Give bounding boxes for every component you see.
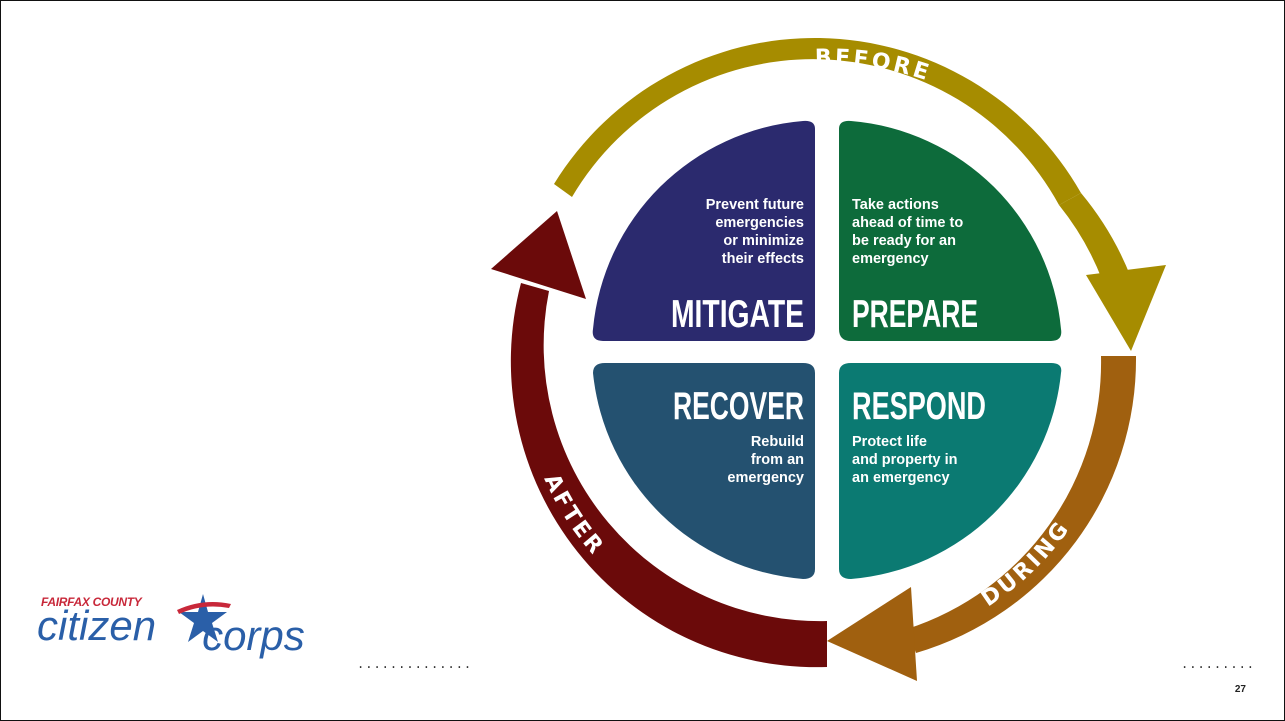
mitigate-desc-line-4: their effects [722,251,804,267]
prepare-desc-line-4: emergency [852,251,929,267]
during-arrowhead [827,587,917,681]
mitigate-quadrant [592,120,815,342]
respond-quadrant [839,363,1062,579]
respond-desc-line-2: and property in [852,452,958,468]
prepare-desc-line-3: be ready for an [852,233,956,249]
prepare-quadrant [839,120,1062,342]
mitigate-desc-line-2: emergencies [715,215,804,231]
recover-desc-line-2: from an [751,452,804,468]
recover-desc-line-3: emergency [727,470,804,486]
citizen-corps-logo: citizen corps [37,602,305,657]
logo-word-citizen: citizen [37,602,157,649]
mitigate-desc-line-1: Prevent future [706,197,804,213]
before-label: BEFORE [815,45,935,86]
footer-dots-left: .............. [357,657,473,671]
logo-org-name: FAIRFAX COUNTY [41,595,142,609]
before-arrow-body-link [1059,193,1139,307]
after-arrow [510,283,827,668]
prepare-title: PREPARE [852,293,978,336]
prepare-desc-line-2: ahead of time to [852,215,963,231]
footer-dots-right: ......... [1181,657,1256,671]
page-number: 27 [1234,684,1246,695]
during-arrow [907,356,1137,653]
logo-word-corps: corps [202,612,305,659]
during-label: DURING [977,516,1076,612]
recover-desc-line-1: Rebuild [751,434,804,450]
after-arrowhead [491,211,586,299]
respond-desc-line-3: an emergency [852,470,950,486]
star-icon [177,594,231,642]
recover-quadrant [593,363,815,579]
respond-desc-line-1: Protect life [852,434,927,450]
respond-title: RESPOND [852,385,986,428]
mitigate-desc-line-3: or minimize [723,233,804,249]
prepare-desc-line-1: Take actions [852,197,939,213]
before-arrow [554,37,1081,205]
recover-title: RECOVER [673,385,804,428]
mitigate-title: MITIGATE [671,293,804,336]
